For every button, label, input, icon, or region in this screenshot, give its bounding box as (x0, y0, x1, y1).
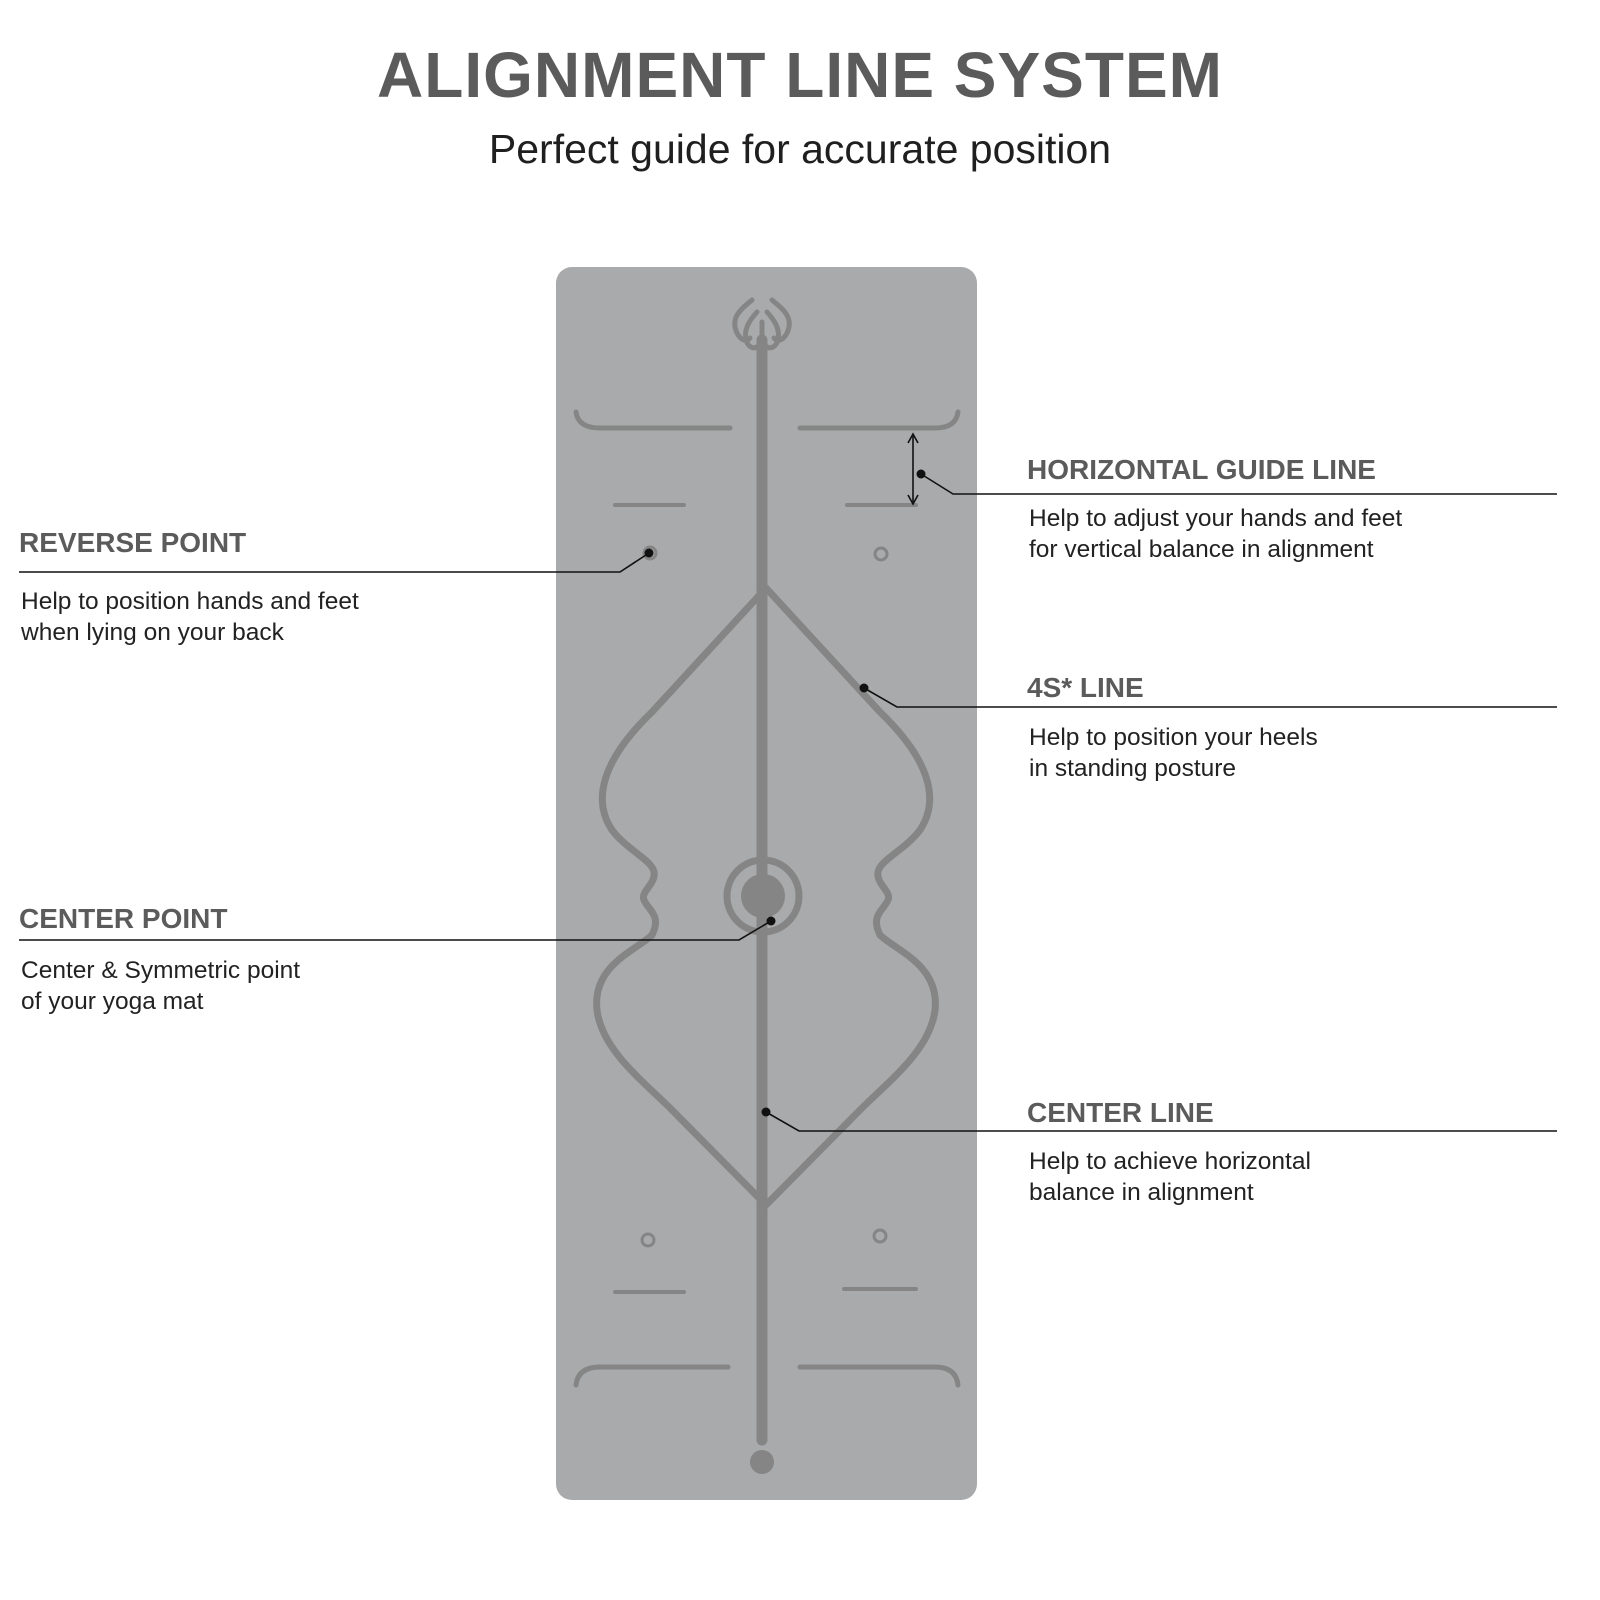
horizontal-guide-desc-2: for vertical balance in alignment (1029, 536, 1374, 563)
four-s-label: 4S* LINE (1027, 672, 1144, 703)
bottom-dot (750, 1450, 774, 1474)
lower-point-right (872, 1228, 888, 1244)
center-point-label: CENTER POINT (19, 903, 228, 934)
center-point-desc-1: Center & Symmetric point (21, 957, 301, 984)
reverse-point-desc-1: Help to position hands and feet (21, 588, 359, 615)
four-s-desc-2: in standing posture (1029, 755, 1237, 782)
reverse-point-desc-2: when lying on your back (21, 619, 284, 646)
page-title: ALIGNMENT LINE SYSTEM (377, 39, 1223, 111)
page-subtitle: Perfect guide for accurate position (488, 126, 1112, 172)
center-line-leader (765, 1111, 1557, 1132)
reverse-point-label: REVERSE POINT (19, 527, 247, 558)
horizontal-guide-desc-1: Help to adjust your hands and feet (1029, 505, 1403, 532)
reverse-point-right (873, 546, 889, 562)
center-point-leader (19, 920, 772, 941)
center-line-desc-2: balance in alignment (1029, 1179, 1254, 1206)
bottom-guide-left (573, 1364, 731, 1388)
bottom-guide-right (797, 1364, 961, 1388)
center-line-label: CENTER LINE (1027, 1097, 1214, 1128)
horizontal-guide-leader (920, 473, 1557, 495)
top-guide-left (573, 409, 733, 431)
four-s-desc-1: Help to position your heels (1029, 724, 1318, 751)
center-point-ring (723, 856, 803, 936)
center-point (741, 874, 785, 918)
four-s-leader (863, 687, 1557, 708)
center-line-desc-1: Help to achieve horizontal (1029, 1148, 1311, 1175)
lower-point-left (640, 1232, 656, 1248)
horizontal-guide-label: HORIZONTAL GUIDE LINE (1027, 454, 1376, 485)
center-point-desc-2: of your yoga mat (21, 988, 204, 1015)
four-s-line (593, 584, 939, 1209)
reverse-point-leader (19, 552, 650, 573)
top-guide-right (797, 409, 961, 431)
reverse-point-left (642, 545, 658, 561)
